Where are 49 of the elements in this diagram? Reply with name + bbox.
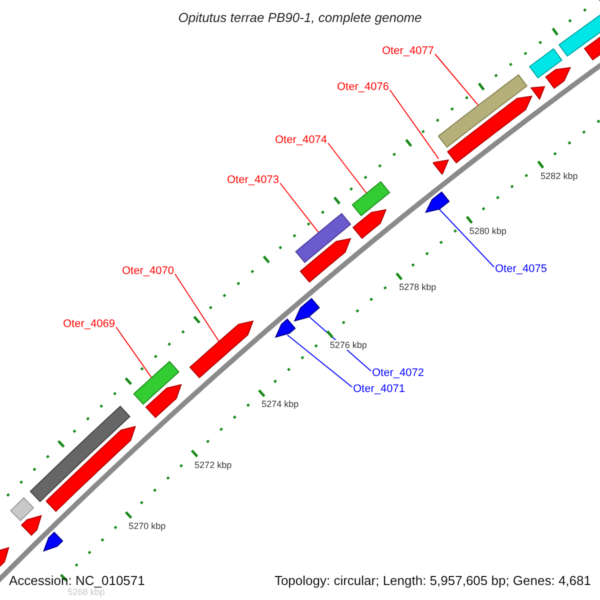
tick-label: 5270 kbp	[128, 520, 166, 531]
leader-line	[286, 334, 352, 388]
gene-label: Oter_4072	[372, 367, 424, 379]
accession-text: Accession: NC_010571	[9, 573, 145, 588]
leader-line	[434, 54, 479, 106]
gene-bar	[528, 48, 563, 79]
gene-label: Oter_4076	[337, 81, 389, 93]
gene-label: Oter_4074	[275, 134, 327, 146]
tick-label: 5282 kbp	[540, 170, 578, 181]
leader-line	[174, 274, 220, 342]
genome-summary-text: Topology: circular; Length: 5,957,605 bp; Genes: 4,681	[274, 573, 591, 588]
gene-bar	[438, 74, 528, 148]
gene-label: Oter_4069	[63, 318, 115, 330]
gene-segment	[20, 515, 42, 536]
gene-label: Oter_4073	[227, 174, 279, 186]
gene-segment	[189, 320, 254, 378]
gene-label: Oter_4071	[353, 383, 405, 395]
gene-segment	[294, 298, 320, 322]
leader-line	[389, 90, 440, 160]
gene-segment	[446, 96, 533, 164]
leader-line	[279, 182, 320, 234]
gene-bar	[10, 497, 34, 522]
gene-segment	[424, 191, 450, 214]
gene-segment	[145, 384, 182, 418]
gene-segment	[432, 159, 450, 175]
gene-bar	[295, 212, 352, 264]
tick-label: 5268 kbp	[68, 587, 105, 597]
gene-segment	[42, 532, 64, 552]
gene-segment	[45, 426, 136, 512]
tick-label: 5274 kbp	[262, 399, 299, 410]
gene-bar	[352, 181, 390, 216]
leader-line	[438, 208, 494, 268]
gene-segment	[274, 318, 296, 338]
gene-bar	[133, 360, 180, 405]
gene-segment	[545, 67, 572, 89]
gene-segment	[300, 238, 352, 283]
gene-label: Oter_4075	[495, 263, 547, 275]
gene-segment	[530, 86, 546, 100]
gene-bar	[30, 406, 130, 502]
gene-label: Oter_4070	[122, 265, 174, 277]
leader-line	[327, 142, 368, 194]
tick-label: 5272 kbp	[194, 460, 232, 470]
title: Opitutus terrae PB90-1, complete genome	[177, 10, 423, 25]
tick-label: 5278 kbp	[399, 282, 436, 292]
tick-label: 5276 kbp	[330, 340, 367, 350]
gene-label: Oter_4077	[382, 45, 434, 57]
leader-line	[115, 326, 152, 378]
tick-label: 5280 kbp	[469, 226, 506, 236]
gene-segment	[352, 209, 387, 239]
